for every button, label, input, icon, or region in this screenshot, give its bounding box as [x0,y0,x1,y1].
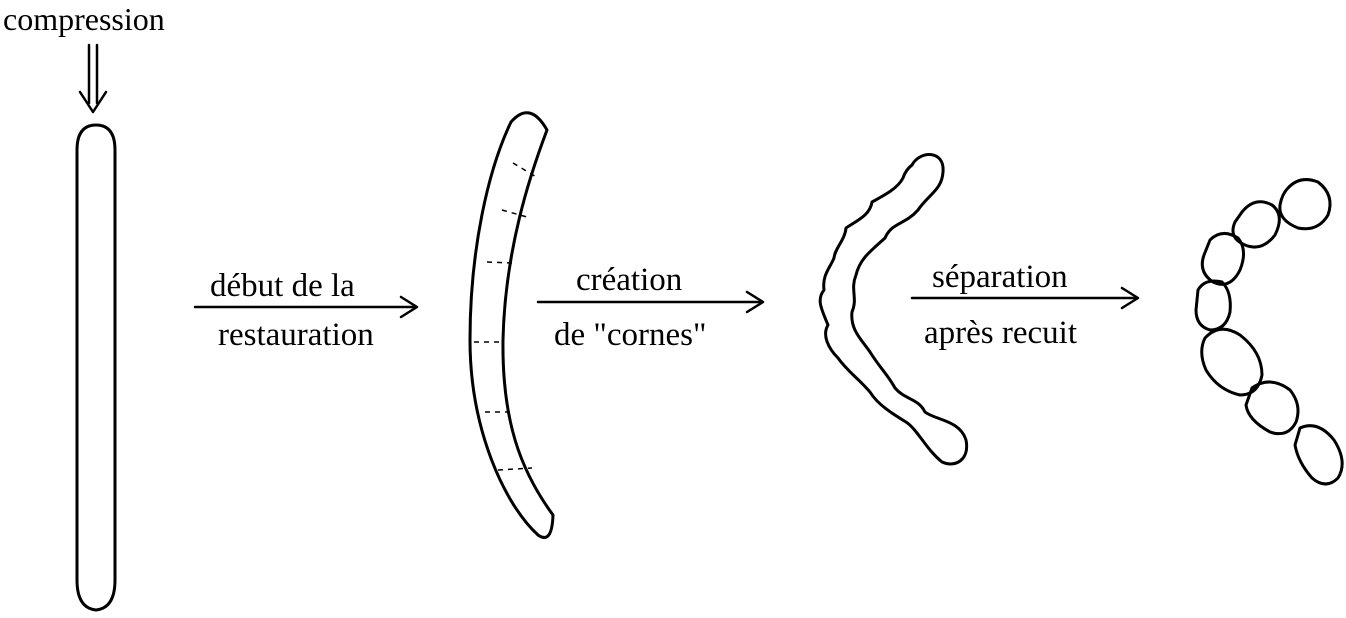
step3-label-line1: séparation [932,259,1068,295]
initial-grain-shape [75,123,117,612]
compression-double-arrow [78,43,108,114]
wavy-grain-shape [818,153,969,466]
separated-subgrains [1194,178,1344,486]
subgrain-7 [1293,424,1344,486]
arrow-cornes [536,290,765,314]
subgrain-6 [1244,380,1300,436]
step1-label-line1: début de la [210,268,355,304]
arrow-separation [910,286,1140,310]
curved-grain-outline [468,111,555,539]
curved-grain [468,111,555,539]
compression-label: compression [3,1,165,37]
step2-label-line2: de "cornes" [554,317,706,353]
subgrain-1 [1278,178,1332,231]
subgrain-3 [1200,232,1245,286]
arrow-restauration [193,295,419,319]
step2-label-line1: création [576,262,682,298]
step3-label-line2: après recuit [924,315,1077,351]
subgrain-4 [1194,279,1232,332]
step1-label-line2: restauration [218,317,374,353]
subgrain-5 [1200,327,1264,397]
